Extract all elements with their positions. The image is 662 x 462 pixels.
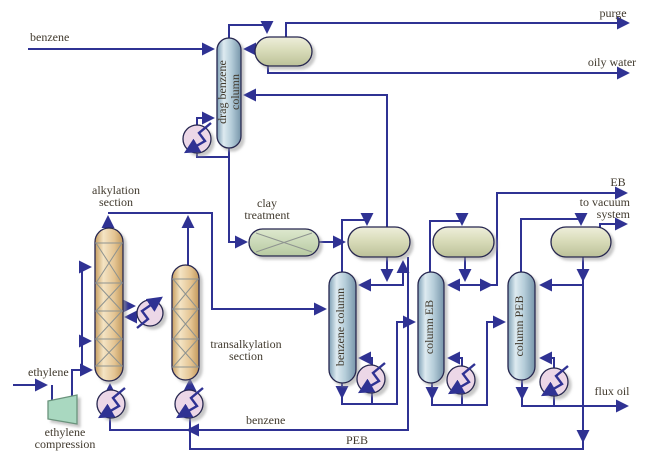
drag-benzene-column-vessel <box>216 37 242 149</box>
stream-ethylene-distribution <box>78 260 92 370</box>
duty-arrow-icon <box>357 362 386 394</box>
oily-water-label: oily water <box>587 55 637 69</box>
drag-benzene-column-label: drag benzene column <box>215 60 242 124</box>
ethylene-feed-label: ethylene <box>28 365 69 379</box>
benzene-feed-label: benzene <box>30 30 70 44</box>
drag-column-reboiler-exchanger <box>182 124 212 154</box>
drag-overhead-drum <box>254 36 313 67</box>
equipment <box>47 36 612 425</box>
benzene-recycle-label: benzene <box>246 413 286 427</box>
purge-label: purge <box>599 6 627 20</box>
stream-reactor-header-to-benzene-column <box>108 212 327 316</box>
duty-arrow-icon <box>183 122 212 154</box>
column-eb-vessel <box>417 271 445 384</box>
benzene-column-reboiler-exchanger <box>356 364 386 394</box>
stream-drag-bottoms-to-clay <box>228 145 248 249</box>
alkylation-reactor-beds <box>95 242 123 367</box>
column-peb-reboiler-exchanger <box>539 367 569 397</box>
alkylation-intercooler-exchanger <box>136 299 164 327</box>
column-eb-reboiler-exchanger <box>446 365 476 395</box>
stream-lines <box>13 16 630 450</box>
stream-column-eb-overhead <box>429 212 469 274</box>
ethylene-compressor <box>47 394 78 425</box>
to-vacuum-system-label: to vacuum system <box>579 195 630 221</box>
alkylation-section-label: alkylation section <box>92 183 140 209</box>
stream-oily-water <box>267 63 630 80</box>
ethylene-compression-label: ethylene compression <box>34 425 96 451</box>
column-eb-label: column EB <box>422 299 436 355</box>
duty-arrow-icon <box>97 387 126 419</box>
column-eb-overhead-drum <box>432 226 495 258</box>
stream-column-peb-overhead <box>520 212 588 274</box>
transalkylation-feed-exchanger <box>174 389 204 419</box>
clay-treatment-internals <box>255 232 313 253</box>
flux-oil-label: flux oil <box>594 384 630 398</box>
stream-to-vacuum <box>599 217 628 231</box>
benzene-column-label: benzene column <box>333 287 347 367</box>
benzene-column-overhead-drum <box>347 226 411 258</box>
transalkylation-section-label: transalkylation section <box>210 337 282 363</box>
exchanger-duty-arrows <box>97 122 569 419</box>
stream-compressor-outlet <box>71 363 93 397</box>
stream-recycle-to-drag-column <box>243 88 388 229</box>
transalkylation-reactor-beds <box>172 278 199 368</box>
duty-arrow-icon <box>175 387 204 419</box>
alkylation-feed-exchanger <box>96 389 126 419</box>
stream-benzene-column-overhead <box>341 212 374 274</box>
stream-drag-overhead <box>228 20 274 42</box>
eb-product-label: EB <box>610 175 626 189</box>
alkylation-reactor <box>94 227 124 382</box>
transalkylation-reactor <box>171 264 200 381</box>
column-peb-label: column PEB <box>512 295 526 357</box>
stream-purge <box>285 16 630 40</box>
column-peb-overhead-drum <box>550 226 612 258</box>
benzene-column-vessel <box>328 271 357 384</box>
peb-recycle-label: PEB <box>346 433 369 447</box>
duty-arrow-icon <box>540 365 569 397</box>
clay-treatment-label: clay treatment <box>244 196 290 222</box>
column-peb-vessel <box>507 271 536 381</box>
duty-arrow-icon <box>447 363 476 395</box>
stream-drum2-return <box>387 260 410 286</box>
duty-arrow-icon <box>136 296 163 329</box>
